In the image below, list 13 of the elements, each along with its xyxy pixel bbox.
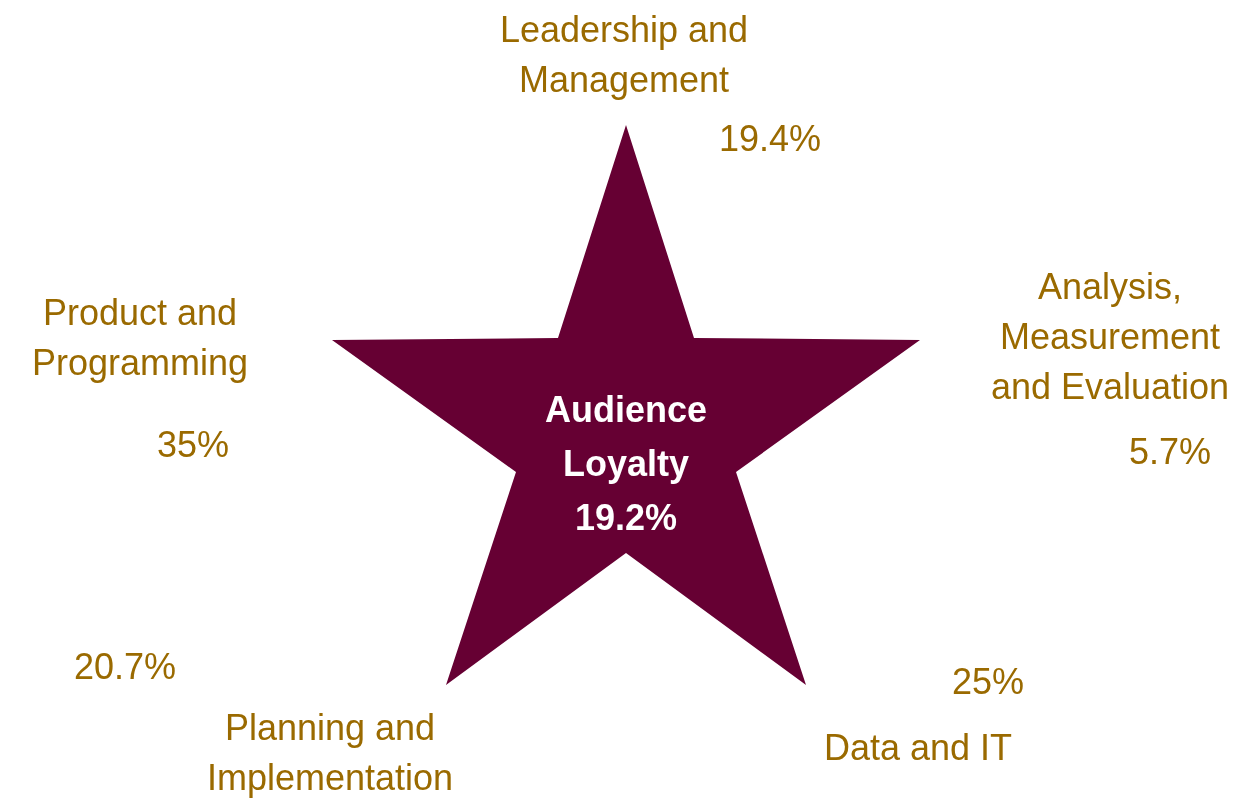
category-label: Analysis, Measurement and Evaluation bbox=[989, 265, 1231, 409]
percentage-label: 35% bbox=[156, 423, 230, 467]
percentage-label: 5.7% bbox=[1128, 430, 1212, 474]
percentage-label: 25% bbox=[951, 660, 1025, 704]
star-title: Audience Loyalty bbox=[543, 388, 708, 486]
category-label: Planning and Implementation bbox=[205, 706, 455, 800]
category-label: Product and Programming bbox=[30, 291, 250, 385]
percentage-label: 19.4% bbox=[718, 117, 822, 161]
category-label: Leadership and Management bbox=[498, 8, 750, 102]
category-label: Data and IT bbox=[823, 726, 1013, 770]
percentage-label: 20.7% bbox=[73, 645, 177, 689]
star-shape bbox=[332, 125, 920, 685]
star-percentage: 19.2% bbox=[574, 496, 678, 540]
